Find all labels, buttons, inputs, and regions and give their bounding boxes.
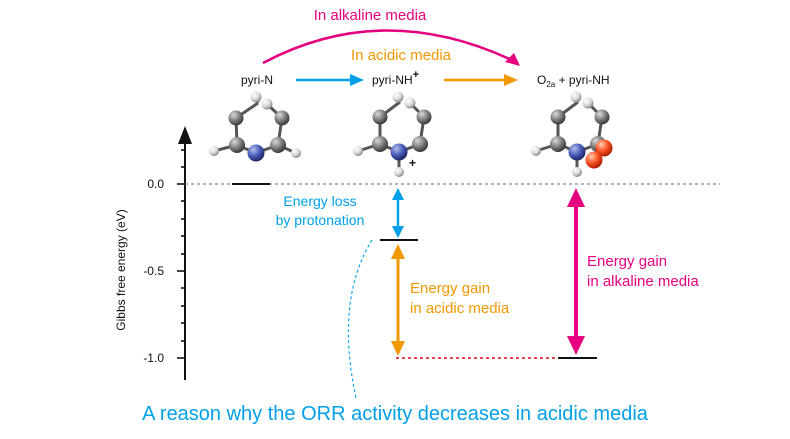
carbon-atom-icon xyxy=(274,110,290,126)
acidic-gain-label-2: in acidic media xyxy=(410,300,510,317)
species-pyri-n: pyri-N xyxy=(241,73,273,87)
hydrogen-atom-icon xyxy=(394,167,404,177)
species-o2a-pyri-nh: O2a + pyri-NH xyxy=(537,73,610,89)
caption-leader-line xyxy=(347,239,373,399)
nitrogen-atom-icon xyxy=(247,144,265,162)
alkaline-gain-arrowhead-down xyxy=(567,336,585,355)
diagram-caption: A reason why the ORR activity decreases … xyxy=(142,403,649,425)
carbon-atom-icon xyxy=(416,109,432,125)
hydrogen-atom-icon xyxy=(531,146,541,156)
hydrogen-atom-icon xyxy=(291,148,301,158)
oxygen-atom-icon xyxy=(585,151,603,169)
carbon-atom-icon xyxy=(372,109,388,125)
molecule-pyri-n xyxy=(209,91,301,162)
alkaline-gain-arrowhead-up xyxy=(567,188,585,207)
acidic-arrowhead xyxy=(504,74,518,86)
acidic-gain-arrowhead-up xyxy=(391,244,405,259)
hydrogen-atom-icon xyxy=(392,91,404,103)
alkaline-media-label: In alkaline media xyxy=(314,7,427,24)
acidic-gain-arrowhead-down xyxy=(391,341,405,356)
oxygen-atom-icon xyxy=(595,139,613,157)
y-axis-label: Gibbs free energy (eV) xyxy=(114,209,128,330)
tick-label-minus-0-5: -0.5 xyxy=(143,264,164,278)
alkaline-path-arrow xyxy=(262,29,519,65)
acidic-gain-label-1: Energy gain xyxy=(410,280,490,297)
carbon-atom-icon xyxy=(594,109,610,125)
carbon-atom-icon xyxy=(270,137,286,153)
energy-loss-label-1: Energy loss xyxy=(283,193,356,209)
tick-label-minus-1: -1.0 xyxy=(143,351,164,365)
alkaline-gain-label-1: Energy gain xyxy=(587,253,667,270)
acidic-media-label: In acidic media xyxy=(351,47,452,64)
carbon-atom-icon xyxy=(412,136,428,152)
energy-axis-arrowhead xyxy=(178,126,192,144)
hydrogen-atom-icon xyxy=(353,146,363,156)
molecule-pyri-nh-plus: + xyxy=(353,91,432,177)
energy-loss-arrowhead-down xyxy=(392,226,404,238)
hydrogen-atom-icon xyxy=(209,146,219,156)
energy-loss-arrowhead-up xyxy=(392,188,404,200)
hydrogen-atom-icon xyxy=(250,91,262,103)
hydrogen-atom-icon xyxy=(404,97,416,109)
tick-label-0: 0.0 xyxy=(147,177,164,191)
nitrogen-atom-icon xyxy=(390,143,408,161)
energy-loss-label-2: by protonation xyxy=(276,212,365,228)
species-pyri-nh-plus: pyri-NH+ xyxy=(372,69,419,87)
carbon-atom-icon xyxy=(550,109,566,125)
molecule-o2a-pyri-nh xyxy=(531,91,613,177)
hydrogen-atom-icon xyxy=(582,97,594,109)
axis-ticks xyxy=(177,149,185,359)
hydrogen-atom-icon xyxy=(261,98,273,110)
carbon-atom-icon xyxy=(550,136,566,152)
nitrogen-atom-icon xyxy=(568,143,586,161)
positive-charge-mark: + xyxy=(409,156,416,170)
carbon-atom-icon xyxy=(372,136,388,152)
hydrogen-atom-icon xyxy=(570,91,582,103)
protonation-arrowhead xyxy=(350,74,364,86)
alkaline-gain-label-2: in alkaline media xyxy=(587,273,699,290)
alkaline-arrowhead xyxy=(505,53,520,66)
carbon-atom-icon xyxy=(229,137,245,153)
hydrogen-atom-icon xyxy=(572,167,582,177)
carbon-atom-icon xyxy=(228,110,244,126)
